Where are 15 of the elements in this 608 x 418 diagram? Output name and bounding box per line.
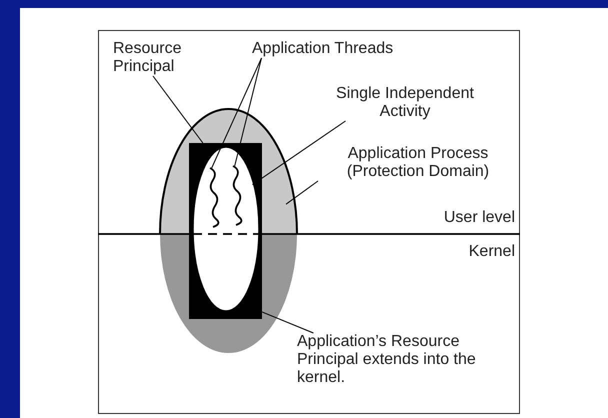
callout-text: Application Threads xyxy=(252,40,442,58)
callout-text: Resource Principal xyxy=(113,40,213,76)
thread-squiggle xyxy=(210,167,220,228)
leader-line xyxy=(262,311,314,334)
thread-squiggle xyxy=(232,165,242,226)
level-label: User level xyxy=(442,209,515,227)
leader-line xyxy=(152,76,204,144)
leader-line xyxy=(252,120,346,186)
leader-line xyxy=(234,58,262,166)
leader-line xyxy=(211,58,262,168)
callout-text: Application Process (Protection Domain) xyxy=(318,145,518,181)
leader-line xyxy=(286,180,318,205)
level-label: Kernel xyxy=(468,243,515,261)
callout-text: Application’s Resource Principal extends into the kernel. xyxy=(297,333,502,387)
callout-text: Single Independent Activity xyxy=(320,85,490,121)
